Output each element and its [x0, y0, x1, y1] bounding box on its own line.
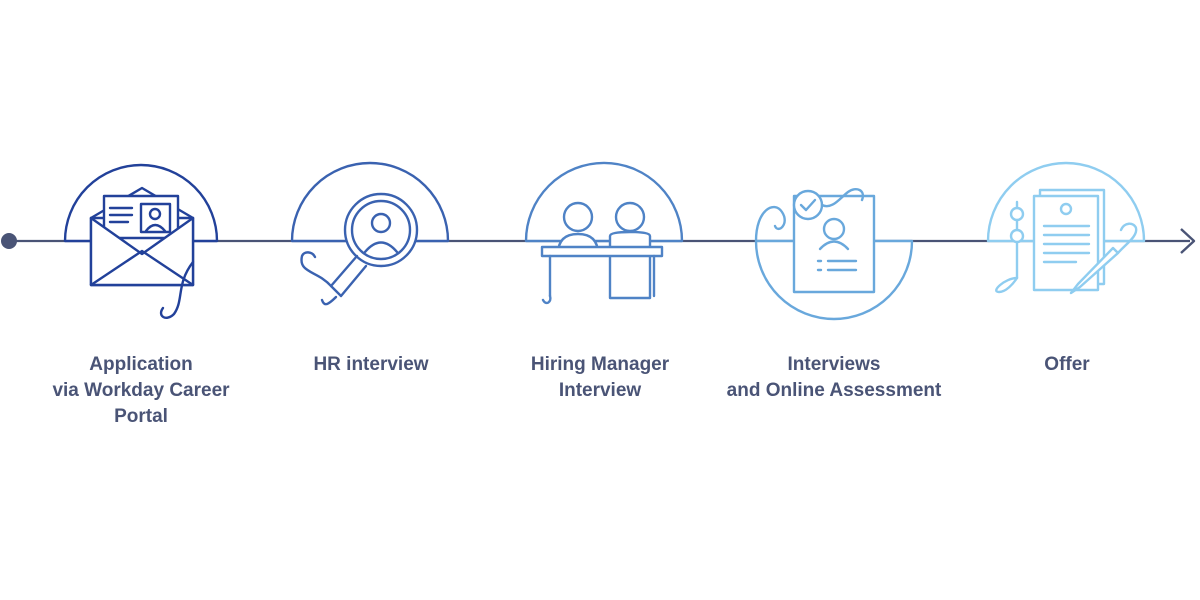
magnifying-glass-person-icon — [300, 192, 419, 306]
step-label-line: HR interview — [313, 354, 429, 375]
step-label-line: Hiring Manager — [530, 354, 670, 375]
step-label-interviews-online-assessment: Interviews and Online Assessment — [714, 352, 954, 404]
step-label-line: Interviews — [787, 354, 881, 375]
step-label-application: Application via Workday Career Portal — [21, 352, 261, 430]
envelope-with-profile-card-icon — [89, 186, 195, 319]
step-4-icon-group — [754, 188, 914, 321]
step-label-line: and Online Assessment — [726, 380, 942, 401]
step-5-icon-group — [986, 161, 1146, 295]
timeline-arrowhead-icon — [1180, 228, 1196, 254]
step-label-line: Offer — [1044, 354, 1090, 375]
step-label-line: Application — [89, 354, 193, 375]
step-label-line: Interview — [558, 380, 642, 401]
signed-contract-pen-icon — [995, 188, 1138, 295]
step-label-line: via Workday Career — [52, 380, 230, 401]
step-label-line: Portal — [114, 406, 168, 427]
step-label-offer: Offer — [947, 352, 1187, 378]
step-label-hiring-manager-interview: Hiring Manager Interview — [480, 352, 720, 404]
step-3-circle — [524, 161, 684, 243]
two-people-at-table-icon — [540, 201, 664, 305]
step-1-icon-group — [63, 163, 219, 319]
step-2-icon-group — [290, 161, 450, 306]
step-3-icon-group — [524, 161, 684, 305]
checked-profile-document-icon — [754, 188, 876, 294]
step-label-hr-interview: HR interview — [251, 352, 491, 378]
